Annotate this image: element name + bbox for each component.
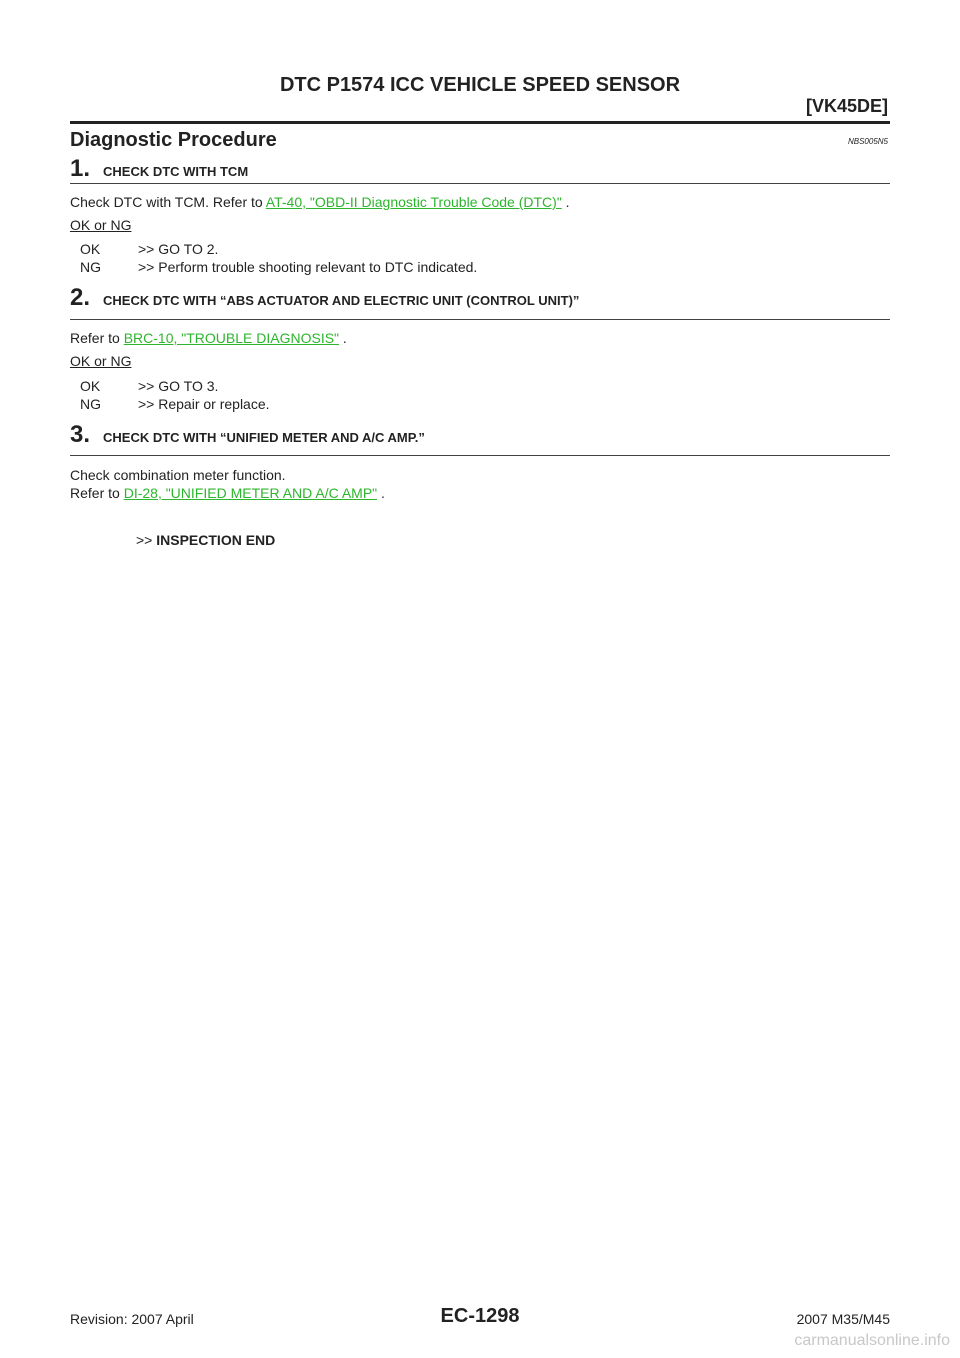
ng-key: NG (80, 259, 101, 275)
ok-text: >> GO TO 2. (138, 241, 219, 257)
step-1-rule (70, 183, 890, 184)
step-2-link[interactable]: BRC-10, "TROUBLE DIAGNOSIS" (123, 330, 340, 346)
step-1-link[interactable]: AT-40, "OBD-II Diagnostic Trouble Code (… (265, 194, 562, 210)
ng-text: >> Perform trouble shooting relevant to … (138, 259, 478, 275)
end-text: INSPECTION END (156, 532, 276, 548)
reference-code: NBS005N5 (847, 137, 888, 146)
step-1-ng-option: NG >> Perform trouble shooting relevant t… (80, 259, 477, 275)
ok-key: OK (80, 378, 101, 394)
inspection-end: >> INSPECTION END (136, 532, 275, 548)
step-2-ok-ng: OK or NG (70, 353, 132, 369)
step-2-text: Refer to (70, 330, 124, 346)
step-3-instruction-1: Check combination meter function. (70, 467, 286, 483)
step-1-ok-option: OK >> GO TO 2. (80, 241, 218, 257)
step-3-title: CHECK DTC WITH “UNIFIED METER AND A/C AM… (103, 430, 425, 445)
step-1-instruction: Check DTC with TCM. Refer to AT-40, "OBD… (70, 194, 570, 210)
ok-key: OK (80, 241, 101, 257)
step-2-title: CHECK DTC WITH “ABS ACTUATOR AND ELECTRI… (103, 293, 580, 308)
revision-label: Revision: 2007 April (70, 1311, 194, 1327)
end-arrow: >> (136, 532, 157, 548)
step-1-number: 1. (70, 155, 91, 182)
ng-text: >> Repair or replace. (138, 396, 270, 412)
step-3-text: Refer to (70, 485, 124, 501)
watermark: carmanualsonline.info (794, 1332, 950, 1349)
step-2-rule (70, 319, 890, 320)
step-1-ok-ng: OK or NG (70, 217, 132, 233)
step-3-number: 3. (70, 421, 91, 448)
step-1-text: Check DTC with TCM. Refer to (70, 194, 266, 210)
step-1-text-suffix: . (561, 194, 570, 210)
step-2-ng-option: NG >> Repair or replace. (80, 396, 270, 412)
step-3-link[interactable]: DI-28, "UNIFIED METER AND A/C AMP" (123, 485, 378, 501)
page-number: EC-1298 (440, 1305, 520, 1327)
step-1-title: CHECK DTC WITH TCM (103, 164, 249, 179)
step-2-instruction: Refer to BRC-10, "TROUBLE DIAGNOSIS" . (70, 330, 347, 346)
model-label: 2007 M35/M45 (796, 1311, 890, 1327)
step-3-text-suffix: . (377, 485, 385, 501)
header-rule (70, 121, 890, 124)
ok-text: >> GO TO 3. (138, 378, 219, 394)
step-3-rule (70, 455, 890, 456)
step-2-text-suffix: . (339, 330, 347, 346)
procedure-heading: Diagnostic Procedure (70, 129, 277, 151)
step-3-instruction-2: Refer to DI-28, "UNIFIED METER AND A/C A… (70, 485, 385, 501)
page-title: DTC P1574 ICC VEHICLE SPEED SENSOR (279, 74, 681, 96)
step-2-ok-option: OK >> GO TO 3. (80, 378, 218, 394)
engine-section-tag: [VK45DE] (805, 96, 888, 116)
ng-key: NG (80, 396, 101, 412)
step-2-number: 2. (70, 284, 91, 311)
